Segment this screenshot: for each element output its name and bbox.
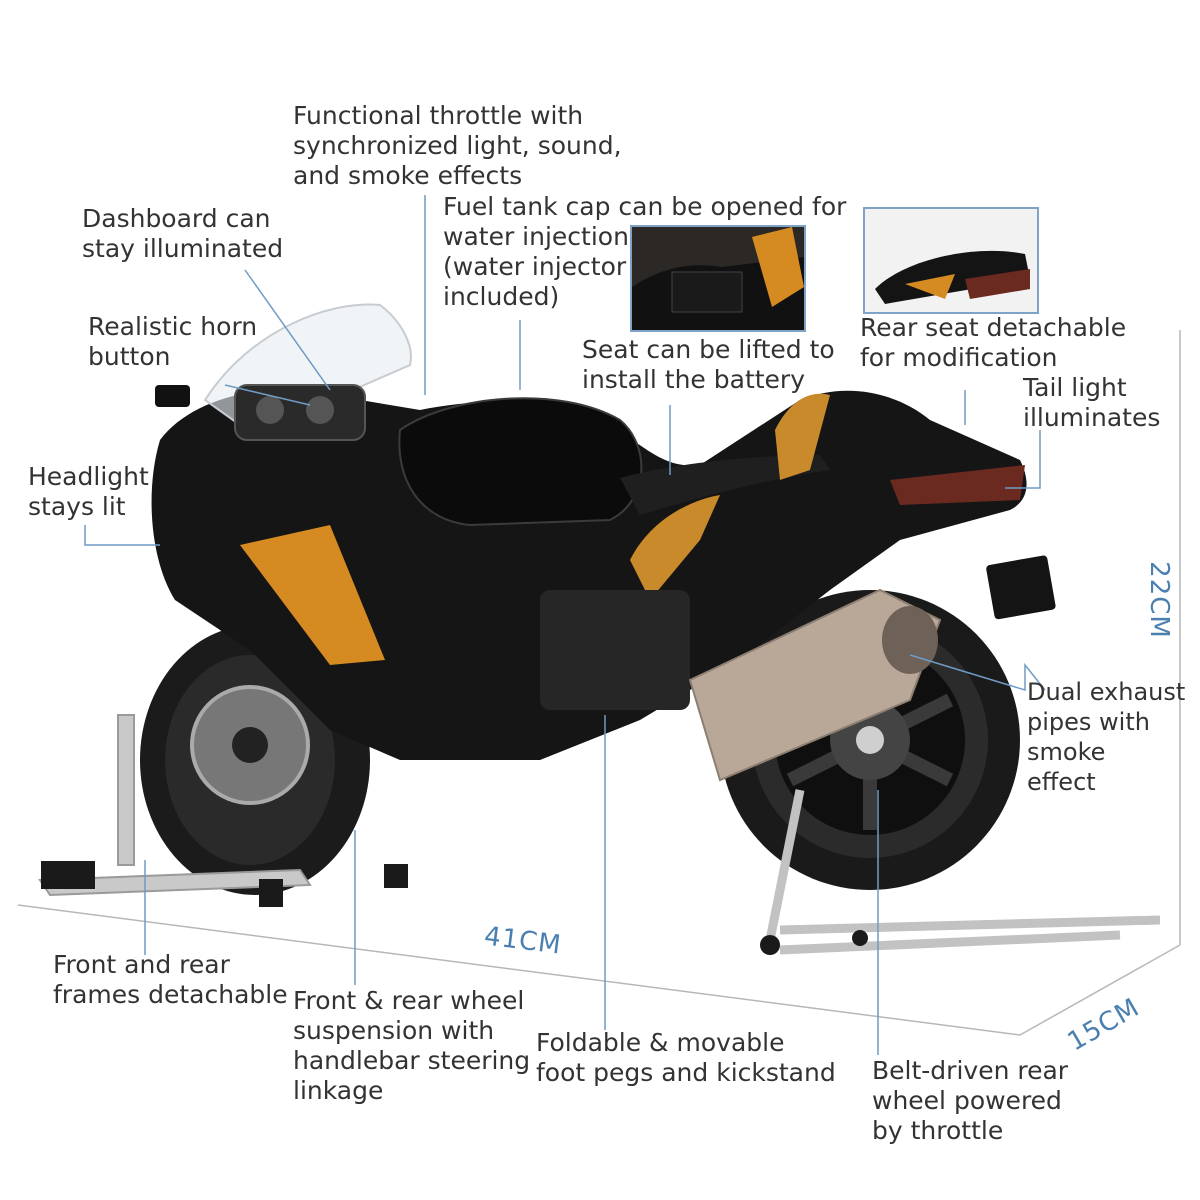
- label-tail-light: Tail light illuminates: [1023, 373, 1161, 432]
- dimension-box: [17, 330, 1181, 1036]
- label-rear-seat: Rear seat detachable for modification: [860, 313, 1127, 372]
- label-seat: Seat can be lifted to install the batter…: [582, 335, 835, 394]
- dimension-height: 22CM: [1143, 561, 1174, 639]
- label-foot-pegs: Foldable & movable foot pegs and kicksta…: [536, 1028, 836, 1087]
- label-suspension: Front & rear wheel suspension with handl…: [293, 986, 531, 1105]
- label-horn: Realistic horn button: [88, 312, 258, 371]
- rear-stand: [765, 789, 1161, 955]
- label-belt: Belt-driven rear wheel powered by thrott…: [872, 1056, 1069, 1145]
- label-frames: Front and rear frames detachable: [53, 950, 288, 1009]
- label-headlight: Headlight stays lit: [28, 462, 149, 521]
- callout-lines: [84, 195, 1046, 1055]
- label-dashboard: Dashboard can stay illuminated: [82, 204, 284, 263]
- label-throttle: Functional throttle with synchronized li…: [293, 101, 622, 190]
- label-fuel-cap: Fuel tank cap can be opened for water in…: [443, 192, 847, 311]
- front-stand: [38, 714, 408, 907]
- motorcycle-body: [151, 303, 1056, 760]
- fuel-tank-inset-photo: [630, 225, 806, 332]
- rear-seat-inset-photo: [863, 207, 1039, 314]
- label-exhaust: Dual exhaust pipes with smoke effect: [1027, 678, 1186, 796]
